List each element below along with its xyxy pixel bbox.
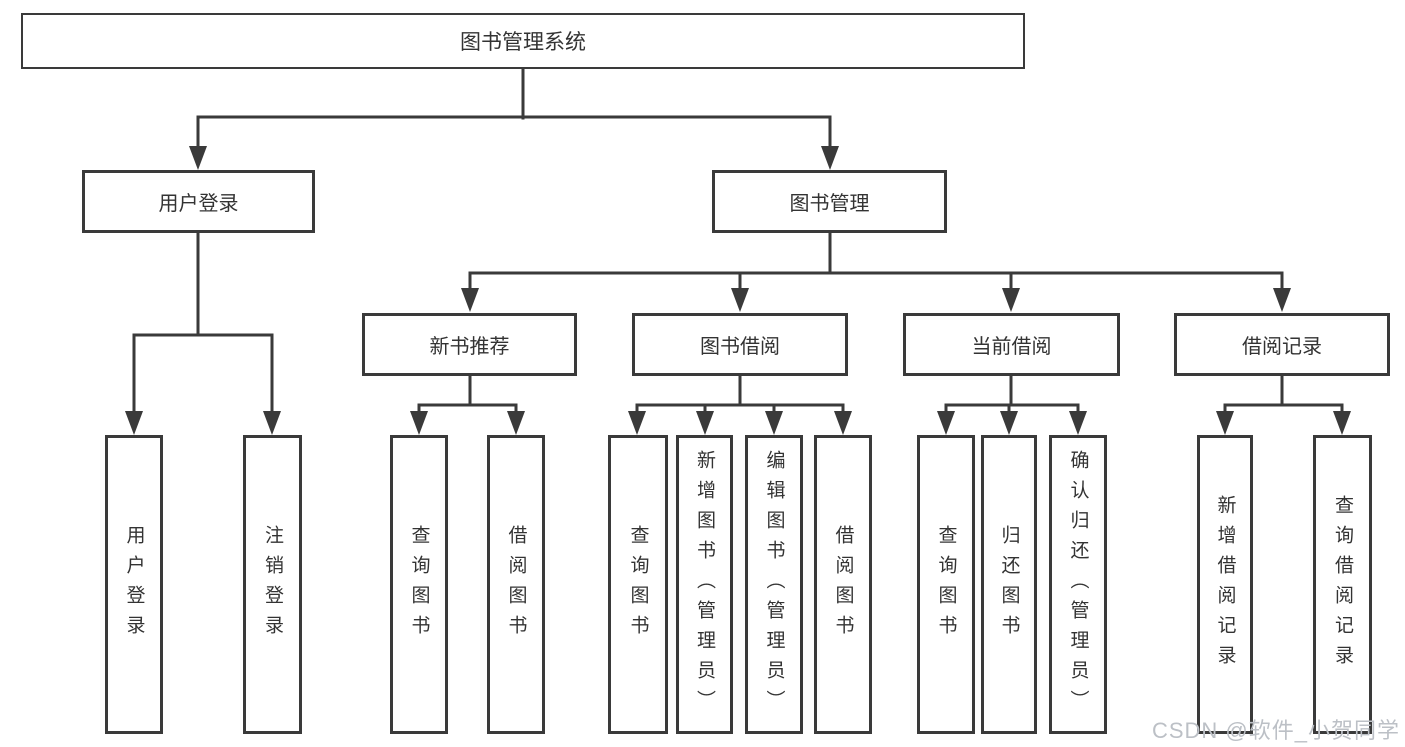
leaf-label: 确认归还（管理员） (1067, 449, 1089, 720)
group-box-book-borrow: 图书借阅 (632, 313, 848, 376)
group-box-borrow-record: 借阅记录 (1174, 313, 1390, 376)
leaf-box-edit-book-admin: 编辑图书（管理员） (745, 435, 803, 734)
leaf-label: 用户登录 (123, 524, 145, 645)
branch-label: 用户登录 (158, 193, 239, 215)
leaf-label: 查询图书 (935, 524, 957, 645)
leaf-box-confirm-return-admin: 确认归还（管理员） (1049, 435, 1107, 734)
leaf-label: 新增借阅记录 (1214, 494, 1236, 675)
leaf-box-return-book: 归还图书 (981, 435, 1037, 734)
branch-box-user-login: 用户登录 (82, 170, 315, 233)
leaf-label: 查询图书 (408, 524, 430, 645)
group-label: 借阅记录 (1242, 336, 1322, 358)
leaf-label: 借阅图书 (505, 524, 527, 645)
leaf-box-add-book-admin: 新增图书（管理员） (676, 435, 733, 734)
group-label: 当前借阅 (971, 336, 1052, 358)
root-label: 图书管理系统 (460, 31, 586, 54)
group-label: 新书推荐 (429, 336, 510, 358)
branch-label: 图书管理 (789, 193, 870, 215)
leaf-box-borrow-book: 借阅图书 (487, 435, 545, 734)
leaf-label: 注销登录 (262, 524, 283, 645)
leaf-box-add-borrow-record: 新增借阅记录 (1197, 435, 1253, 734)
leaf-box-user-login: 用户登录 (105, 435, 163, 734)
leaf-box-borrow-book: 借阅图书 (814, 435, 872, 734)
leaf-label: 归还图书 (998, 524, 1020, 645)
leaf-box-logout: 注销登录 (243, 435, 302, 734)
group-label: 图书借阅 (700, 336, 780, 358)
leaf-box-query-book: 查询图书 (390, 435, 448, 734)
leaf-label: 新增图书（管理员） (694, 449, 715, 720)
leaf-label: 查询借阅记录 (1332, 494, 1353, 675)
leaf-label: 借阅图书 (832, 524, 854, 645)
leaf-box-query-book: 查询图书 (917, 435, 975, 734)
leaf-box-query-book: 查询图书 (608, 435, 668, 734)
leaf-label: 编辑图书（管理员） (763, 449, 785, 720)
watermark: CSDN @软件_小贺同学 (1151, 718, 1400, 743)
leaf-label: 查询图书 (627, 524, 649, 645)
group-box-new-book-recommend: 新书推荐 (362, 313, 577, 376)
leaf-box-query-borrow-record: 查询借阅记录 (1313, 435, 1372, 734)
group-box-current-borrow: 当前借阅 (903, 313, 1120, 376)
root-box-system: 图书管理系统 (21, 13, 1025, 69)
branch-box-book-management: 图书管理 (712, 170, 947, 233)
